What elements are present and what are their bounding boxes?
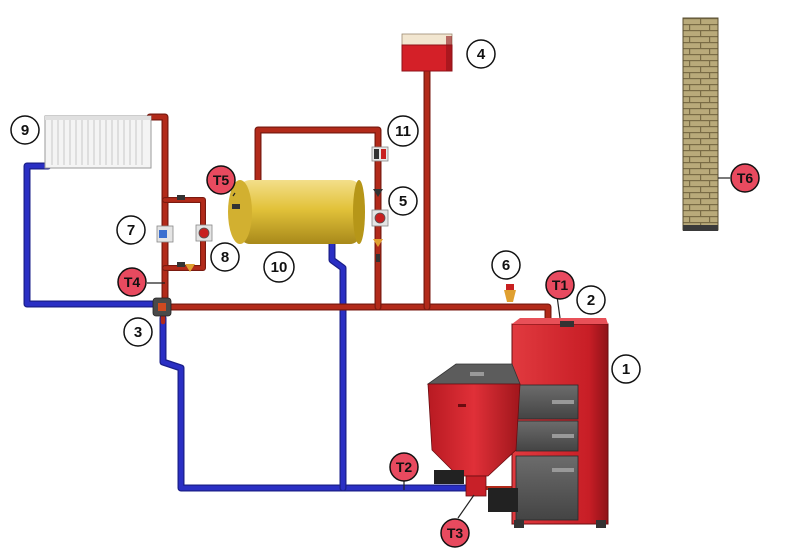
sensor-t6: T6 <box>730 163 760 193</box>
callout-2: 2 <box>576 285 606 315</box>
sensor-t5: T5 <box>206 165 236 195</box>
radiator <box>44 115 152 169</box>
callout-4: 4 <box>466 39 496 69</box>
callout-6: 6 <box>491 250 521 280</box>
callout-5-label: 5 <box>399 193 407 210</box>
sensor-t3-label: T3 <box>447 525 464 541</box>
sensor-t6-label: T6 <box>737 170 754 186</box>
mixing-valve <box>152 297 172 317</box>
callout-9-label: 9 <box>21 122 29 139</box>
sensor-t2-label: T2 <box>396 459 413 475</box>
safety-valve <box>504 284 516 302</box>
callout-6-label: 6 <box>502 257 510 274</box>
callout-2-label: 2 <box>587 292 595 309</box>
callout-10: 10 <box>263 251 295 283</box>
hot-water-tank <box>228 180 365 244</box>
chimney <box>682 17 730 231</box>
callout-3-label: 3 <box>134 324 142 341</box>
callout-7: 7 <box>116 215 146 245</box>
callout-3: 3 <box>123 317 153 347</box>
sensor-t1-label: T1 <box>552 277 569 293</box>
tank-loop-valves <box>371 146 389 262</box>
callout-1-label: 1 <box>622 361 630 378</box>
boiler <box>511 318 609 528</box>
expansion-tank <box>401 33 453 72</box>
callout-8-label: 8 <box>221 249 229 266</box>
sensor-t4: T4 <box>117 267 147 297</box>
callout-7-label: 7 <box>127 222 135 239</box>
sensor-t2: T2 <box>389 452 419 482</box>
sensor-t3: T3 <box>440 518 470 548</box>
sensor-t4-label: T4 <box>124 274 141 290</box>
callout-11-label: 11 <box>395 123 411 140</box>
callout-10-label: 10 <box>271 259 288 276</box>
callout-1: 1 <box>611 354 641 384</box>
cold-return-pipes <box>23 162 486 492</box>
callout-8: 8 <box>210 242 240 272</box>
pump-group <box>156 195 213 272</box>
sensor-leaders <box>147 192 561 519</box>
callout-11: 11 <box>387 115 419 147</box>
sensor-t5-label: T5 <box>213 172 230 188</box>
callout-5: 5 <box>388 186 418 216</box>
pellet-hopper <box>426 363 521 512</box>
sensor-t1: T1 <box>545 270 575 300</box>
callout-9: 9 <box>10 115 40 145</box>
callout-4-label: 4 <box>477 46 486 63</box>
